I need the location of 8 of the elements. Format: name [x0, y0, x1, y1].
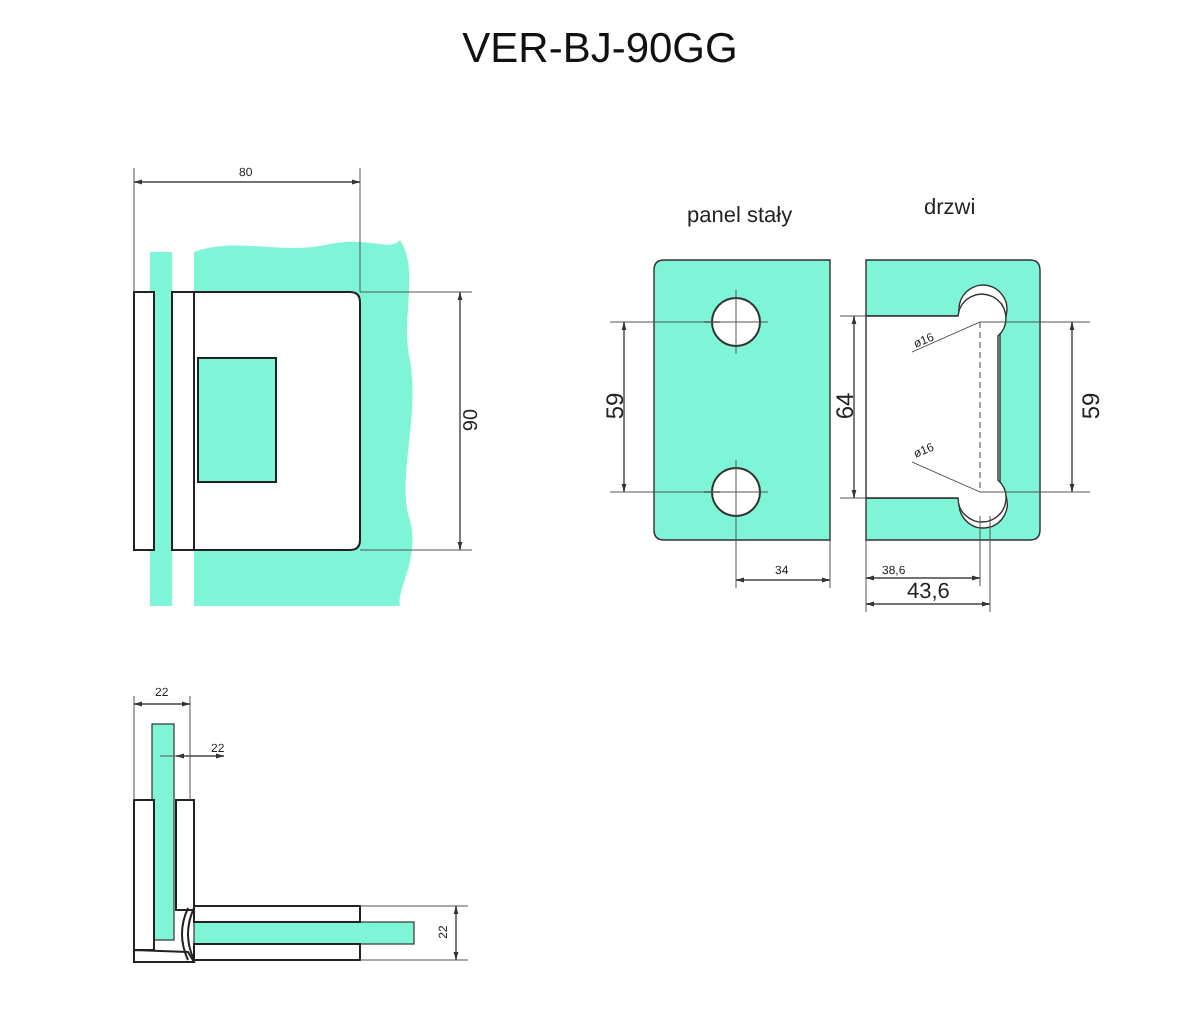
dimension-label: 64 — [832, 392, 857, 420]
panel-heading: drzwi — [924, 197, 976, 219]
dimension-label: 59 — [1078, 392, 1103, 420]
dimension-label: 43,6 — [907, 581, 950, 603]
drawing-title: VER-BJ-90GG — [460, 26, 740, 74]
panel-heading: panel stały — [687, 205, 793, 227]
dimension-label: 59 — [602, 392, 627, 420]
dimension-label: 90 — [462, 408, 483, 432]
